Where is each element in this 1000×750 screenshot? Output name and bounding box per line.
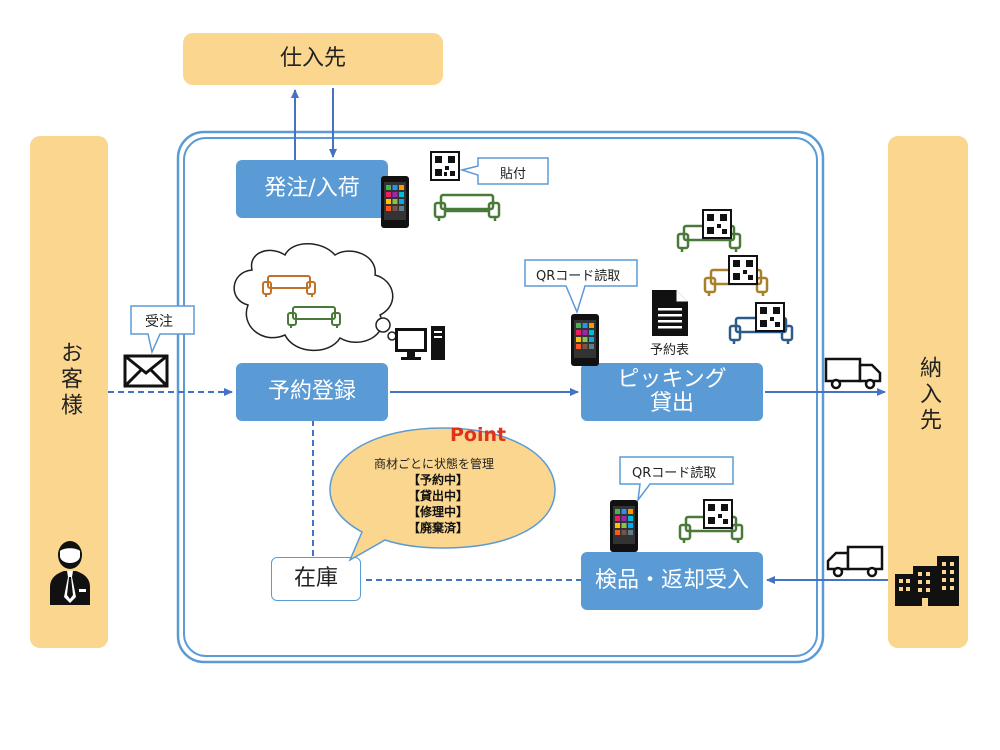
qr-code-icon xyxy=(702,209,732,239)
stock-box[interactable]: 在庫 xyxy=(271,557,361,601)
picking-label-line1: ピッキング xyxy=(617,367,727,392)
state-reserved: 【予約中】 xyxy=(408,473,469,487)
supplier-label: 仕入先 xyxy=(279,46,346,71)
cloud-thought-icon xyxy=(233,243,397,352)
truck-icon xyxy=(824,357,882,390)
document-icon xyxy=(652,290,688,336)
sofa-icon xyxy=(262,275,316,297)
reservation-sheet-label: 予約表 xyxy=(650,343,690,358)
qr-read-callout-2 xyxy=(619,456,734,503)
process-frame-inner xyxy=(183,137,818,657)
qr-read-label-1: QRコード読取 xyxy=(536,269,621,284)
smartphone-icon xyxy=(610,500,638,552)
smartphone-icon xyxy=(571,314,599,366)
state-repair: 【修理中】 xyxy=(408,505,469,519)
order-received-callout xyxy=(130,305,195,355)
qr-read-callout-1 xyxy=(524,259,638,315)
desktop-pc-icon xyxy=(395,326,445,360)
state-lent: 【貸出中】 xyxy=(408,489,469,503)
point-state-list: 【予約中】 【貸出中】 【修理中】 【廃棄済】 xyxy=(408,472,468,536)
paste-callout xyxy=(459,157,549,185)
qr-code-icon xyxy=(703,499,733,529)
order-received-label: 受注 xyxy=(145,314,173,330)
envelope-icon xyxy=(123,354,169,388)
qr-code-icon xyxy=(728,255,758,285)
delivery-label: 納入先 xyxy=(916,356,941,434)
qr-read-label-2: QRコード読取 xyxy=(632,466,717,481)
reservation-label: 予約登録 xyxy=(267,379,356,404)
point-description: 商材ごとに状態を管理 xyxy=(374,457,495,471)
customer-label: お客様 xyxy=(57,341,82,419)
person-icon xyxy=(50,541,90,605)
sofa-icon xyxy=(287,306,341,328)
point-title: Point xyxy=(450,424,507,446)
picking-label-line2: 貸出 xyxy=(649,391,694,416)
qr-code-icon xyxy=(430,151,460,181)
inspection-label: 検品・返却受入 xyxy=(594,568,749,593)
supplier-box: 仕入先 xyxy=(183,33,443,85)
process-frame-outer xyxy=(176,130,825,664)
order-receive-label: 発注/入荷 xyxy=(264,176,360,201)
smartphone-icon xyxy=(381,176,409,228)
qr-code-icon xyxy=(755,302,785,332)
stock-label: 在庫 xyxy=(293,566,338,591)
buildings-icon xyxy=(895,556,959,606)
truck-icon xyxy=(826,545,884,578)
point-bubble xyxy=(329,427,556,562)
sofa-icon xyxy=(433,193,501,221)
order-receive-box[interactable]: 発注/入荷 xyxy=(236,160,388,218)
inspection-box[interactable]: 検品・返却受入 xyxy=(581,552,763,610)
reservation-box[interactable]: 予約登録 xyxy=(236,363,388,421)
state-disposed: 【廃棄済】 xyxy=(408,521,469,535)
paste-label: 貼付 xyxy=(500,167,527,182)
picking-box[interactable]: ピッキング 貸出 xyxy=(581,363,763,421)
